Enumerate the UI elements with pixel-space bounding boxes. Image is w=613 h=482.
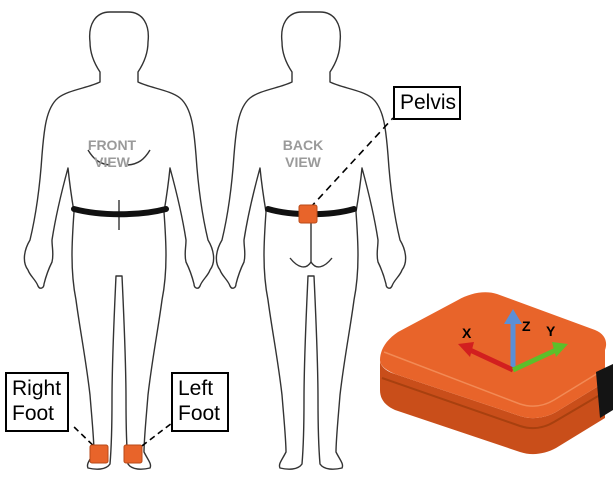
axis-y-label: Y xyxy=(546,323,556,339)
back-view-label: BACK VIEW xyxy=(278,137,328,171)
left-foot-line-2: Foot xyxy=(178,401,222,426)
imu-device xyxy=(380,292,613,454)
front-view-line-1: FRONT xyxy=(82,137,142,154)
right-foot-line-1: Right xyxy=(12,376,62,401)
left-foot-line-1: Left xyxy=(178,376,222,401)
axis-x-label: X xyxy=(462,325,472,341)
left-foot-callout: Left Foot xyxy=(171,372,229,432)
front-view-label: FRONT VIEW xyxy=(82,137,142,171)
front-view-line-2: VIEW xyxy=(82,154,142,171)
left-foot-sensor xyxy=(124,445,142,463)
pelvis-callout: Pelvis xyxy=(393,86,461,120)
axis-z-label: Z xyxy=(522,318,531,334)
back-view-line-2: VIEW xyxy=(278,154,328,171)
pelvis-callout-text: Pelvis xyxy=(400,91,456,114)
right-foot-line-2: Foot xyxy=(12,401,62,426)
right-foot-sensor xyxy=(90,445,108,463)
back-view-line-1: BACK xyxy=(278,137,328,154)
back-body-figure xyxy=(216,12,405,469)
right-foot-callout: Right Foot xyxy=(5,372,69,432)
pelvis-sensor xyxy=(299,205,317,223)
